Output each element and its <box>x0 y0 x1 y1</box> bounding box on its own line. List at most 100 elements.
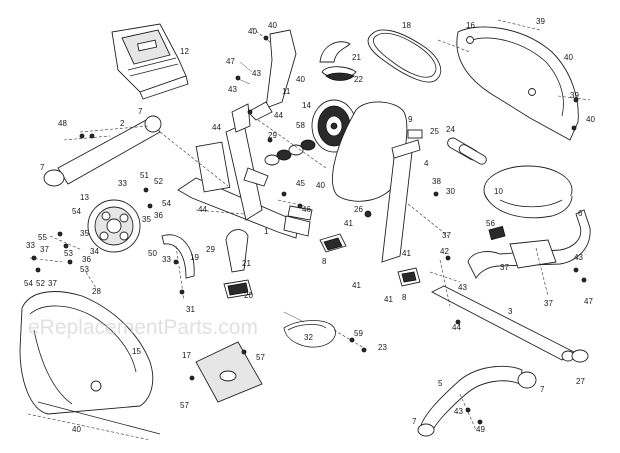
callout-21-a: 21 <box>352 53 361 62</box>
callout-43-e: 43 <box>454 407 463 416</box>
callout-23: 23 <box>378 343 387 352</box>
callout-39-b: 39 <box>570 91 579 100</box>
callout-53-b: 53 <box>80 265 89 274</box>
tension-cable-part <box>283 311 336 348</box>
callout-27: 27 <box>576 377 585 386</box>
callout-9: 9 <box>408 115 413 124</box>
callout-18: 18 <box>402 21 411 30</box>
seat-handle-part <box>467 209 591 279</box>
callout-34: 34 <box>90 247 99 256</box>
front-stabilizer-part <box>43 115 162 187</box>
rear-stabilizer-part <box>431 285 589 363</box>
callout-58: 58 <box>296 121 305 130</box>
callout-56: 56 <box>486 219 495 228</box>
callout-37-a: 37 <box>40 245 49 254</box>
callout-45: 45 <box>296 179 305 188</box>
callout-40-g: 40 <box>72 425 81 434</box>
callout-54-c: 54 <box>24 279 33 288</box>
hardware-bolts <box>31 35 587 425</box>
callout-37-b: 37 <box>48 279 57 288</box>
callout-20: 20 <box>244 291 253 300</box>
callout-40-c: 40 <box>296 75 305 84</box>
callout-6: 6 <box>578 209 583 218</box>
grip-part <box>407 129 487 165</box>
callout-39-a: 39 <box>536 17 545 26</box>
callout-33-a: 33 <box>118 179 127 188</box>
callout-4: 4 <box>424 159 429 168</box>
callout-40-b: 40 <box>268 21 277 30</box>
callout-37-c: 37 <box>442 231 451 240</box>
callout-33-b: 33 <box>26 241 35 250</box>
hanger-bracket-part <box>319 41 357 81</box>
callout-41-d: 41 <box>384 295 393 304</box>
callout-17: 17 <box>182 351 191 360</box>
callout-16: 16 <box>466 21 475 30</box>
callout-43-d: 43 <box>574 253 583 262</box>
callout-3: 3 <box>508 307 513 316</box>
callout-41-c: 41 <box>352 281 361 290</box>
callout-44-a: 44 <box>274 111 283 120</box>
callout-29-b: 29 <box>206 245 215 254</box>
leader-lines <box>29 19 591 431</box>
callout-50: 50 <box>148 249 157 258</box>
left-shroud-part <box>19 291 154 415</box>
callout-55: 55 <box>38 233 47 242</box>
callout-7-a: 7 <box>138 107 143 116</box>
seat-slider-part <box>488 225 557 269</box>
callout-44-d: 44 <box>452 323 461 332</box>
seat-part <box>483 165 573 219</box>
watermark-text: eReplacementParts.com <box>28 316 258 339</box>
callout-labels: 1 2 3 4 5 6 7 7 7 7 8 8 9 10 11 12 13 14… <box>24 17 595 434</box>
drive-belt-part <box>367 29 442 83</box>
callout-37-e: 37 <box>544 299 553 308</box>
callout-14: 14 <box>302 101 311 110</box>
pedal-strap-part <box>223 229 253 299</box>
seat-rail-part <box>417 365 537 437</box>
callout-57-b: 57 <box>180 401 189 410</box>
callout-5: 5 <box>438 379 443 388</box>
callout-40-d: 40 <box>316 181 325 190</box>
callout-43-b: 43 <box>228 85 237 94</box>
callout-24: 24 <box>446 125 455 134</box>
callout-54-b: 54 <box>72 207 81 216</box>
bracket-plate-part <box>195 341 263 403</box>
callout-51: 51 <box>140 171 149 180</box>
callout-37-d: 37 <box>500 263 509 272</box>
callout-7-c: 7 <box>540 385 545 394</box>
callout-52-b: 52 <box>36 279 45 288</box>
callout-11: 11 <box>282 87 291 96</box>
callout-10: 10 <box>494 187 503 196</box>
right-shroud-part <box>456 26 579 141</box>
callout-8-b: 8 <box>402 293 407 302</box>
callout-25: 25 <box>430 127 439 136</box>
callout-40-f: 40 <box>586 115 595 124</box>
callout-38: 38 <box>432 177 441 186</box>
callout-47-a: 47 <box>226 57 235 66</box>
seat-post-part <box>381 139 421 263</box>
callout-28: 28 <box>92 287 101 296</box>
callout-12: 12 <box>180 47 189 56</box>
callout-44-c: 44 <box>198 205 207 214</box>
crank-arm-part <box>161 234 195 279</box>
callout-7-b: 7 <box>40 163 45 172</box>
callout-49: 49 <box>476 425 485 434</box>
callout-32: 32 <box>304 333 313 342</box>
bearing-set-part <box>264 139 316 166</box>
callout-36-a: 36 <box>154 211 163 220</box>
callout-21-b: 21 <box>242 259 251 268</box>
callout-7-d: 7 <box>412 417 417 426</box>
pedal-left-part <box>319 233 347 253</box>
callout-15: 15 <box>132 347 141 356</box>
callout-36-b: 36 <box>82 255 91 264</box>
callout-59: 59 <box>354 329 363 338</box>
callout-57-a: 57 <box>256 353 265 362</box>
callout-29-a: 29 <box>268 131 277 140</box>
callout-53-a: 53 <box>64 249 73 258</box>
callout-41-a: 41 <box>344 219 353 228</box>
callout-40-a: 40 <box>248 27 257 36</box>
callout-43-c: 43 <box>458 283 467 292</box>
callout-31: 31 <box>186 305 195 314</box>
callout-30: 30 <box>446 187 455 196</box>
